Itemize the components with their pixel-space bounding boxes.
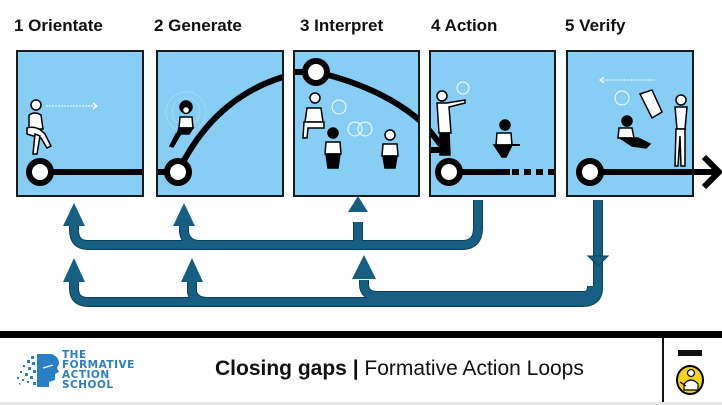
progress-bar-mark [678,350,702,356]
arrowhead-to-interpret-icon [348,196,368,212]
orientate-scene [26,99,142,186]
logo-line: SCHOOL [62,379,114,391]
pointing-teacher-icon [436,90,466,156]
teacher-badge-icon [676,365,704,395]
path-curve [175,74,282,174]
loop-diagram [26,58,722,307]
arrowhead-to-generate-icon [181,258,203,282]
node-icon [164,158,192,186]
thought-bubble-icon [456,81,470,95]
footer-title: Closing gaps | Formative Action Loops [215,357,584,381]
step-title-interpret: 3 Interpret [300,16,384,35]
board-icon [638,89,663,120]
student-at-desk-icon [492,119,520,158]
footer-vertical-divider [662,338,664,402]
arrowhead-to-orientate-icon [63,203,85,226]
step-title-generate: 2 Generate [154,16,242,35]
logo-line: THE [62,349,87,361]
node-icon [26,158,54,186]
title-separator: | [346,357,365,380]
thinking-person-icon [26,99,53,155]
footer-title-rest: Formative Action Loops [364,357,584,380]
arrowhead-to-orientate-icon [63,258,85,282]
step-title-orientate: 1 Orientate [14,16,103,35]
logo-line: FORMATIVE [62,359,135,371]
logo-text: THE FORMATIVE ACTION SCHOOL [62,349,135,391]
step-title-action: 4 Action [431,16,498,35]
speech-bubble-icon [347,121,363,137]
verify-scene [576,76,692,186]
interpret-scene [295,58,418,169]
footer-title-bold: Closing gaps [215,357,347,380]
arrowhead-to-interpret-icon [352,255,376,279]
arrow-down-icon [586,255,610,267]
node-icon [435,158,463,186]
generate-scene [158,74,282,186]
path-curve [315,69,418,123]
footer-divider-bar [0,331,722,338]
step-title-verify: 5 Verify [565,16,626,35]
generating-person-icon [168,100,195,148]
footer-bottom-edge [0,402,722,405]
arrowhead-to-generate-icon [173,203,195,226]
thought-bubble-icon [331,99,347,115]
footer [0,338,722,402]
path-arrowhead-icon [701,154,722,190]
teacher-showing-board-icon [617,89,688,167]
feedback-loop-from-action [69,200,483,250]
action-scene [431,81,554,186]
node-icon [302,58,330,86]
head-dissolving-logo-icon [17,354,59,387]
group-discussion-icon [302,92,399,169]
speech-bubble-icon [357,121,373,137]
logo-line: ACTION [62,369,110,381]
thought-bubble-icon [614,90,630,106]
node-icon [576,158,604,186]
